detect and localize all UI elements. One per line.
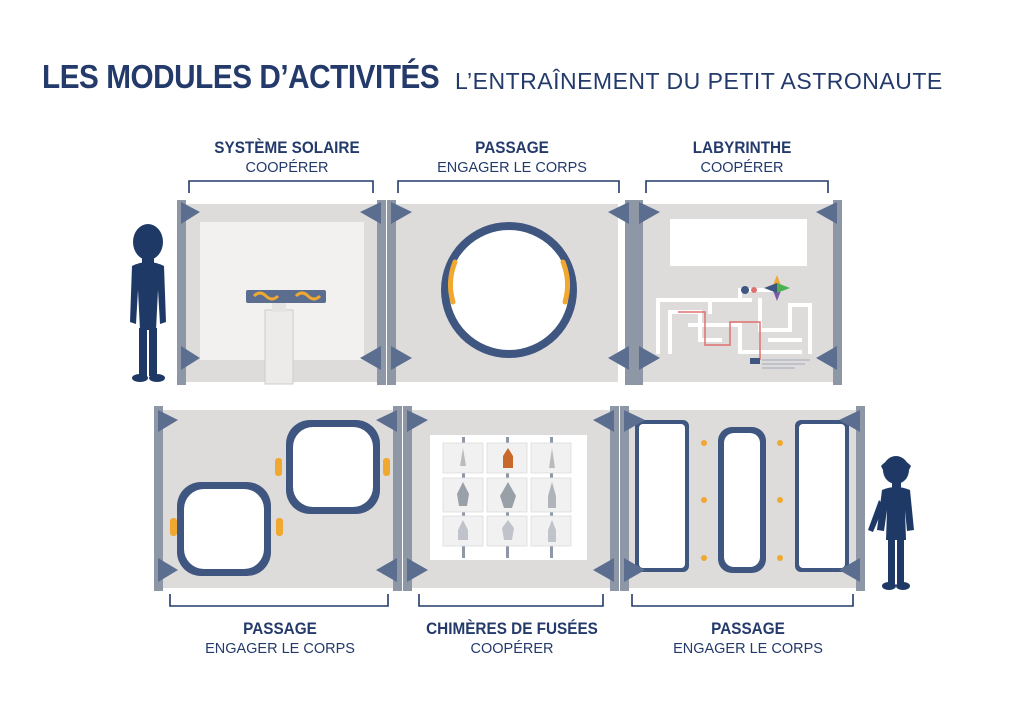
module-name: SYSTÈME SOLAIRE [214,138,360,157]
module-activity: ENGAGER LE CORPS [205,641,355,657]
panel-chimeres-de-fusees [406,410,614,588]
module-label-passage-bottom-left: PASSAGE ENGAGER LE CORPS [160,619,400,657]
module-label-passage-top: PASSAGE ENGAGER LE CORPS [392,138,632,176]
child-silhouette-left [130,224,166,382]
corner-clamps-bottom [158,410,860,582]
module-label-labyrinthe: LABYRINTHE COOPÉRER [622,138,862,176]
module-activity: ENGAGER LE CORPS [437,160,587,176]
module-name: PASSAGE [475,138,549,157]
panel-systeme-solaire [183,204,381,385]
grip-dots [701,440,783,561]
module-name: CHIMÈRES DE FUSÉES [426,619,598,638]
module-activity: COOPÉRER [470,641,554,657]
panel-labyrinthe [639,204,835,382]
module-label-systeme-solaire: SYSTÈME SOLAIRE COOPÉRER [167,138,407,176]
maze [656,288,812,354]
panel-passage-bottom-left [160,410,396,588]
panel-passage-top [392,204,618,382]
rocket-icons [457,448,556,542]
maze-trace [678,311,761,360]
compass-icon [764,275,790,301]
panel-passage-bottom-right [623,410,859,588]
label-brackets [169,180,854,607]
title-main: LES MODULES D’ACTIVITÉS [42,58,440,95]
module-label-chimeres-de-fusees: CHIMÈRES DE FUSÉES COOPÉRER [392,619,632,657]
module-activity: COOPÉRER [700,160,784,176]
page-subtitle: L’ENTRAÎNEMENT DU PETIT ASTRONAUTE [455,68,943,94]
posts-top [177,200,842,385]
module-label-passage-bottom-right: PASSAGE ENGAGER LE CORPS [628,619,868,657]
child-silhouette-right [868,456,914,590]
corner-clamps-top [181,202,837,370]
page-title: LES MODULES D’ACTIVITÉS [42,58,483,96]
module-activity: COOPÉRER [245,160,329,176]
module-name: PASSAGE [243,619,317,638]
module-activity: ENGAGER LE CORPS [673,641,823,657]
module-name: LABYRINTHE [692,138,792,157]
posts-bottom [154,406,865,591]
module-name: PASSAGE [711,619,785,638]
